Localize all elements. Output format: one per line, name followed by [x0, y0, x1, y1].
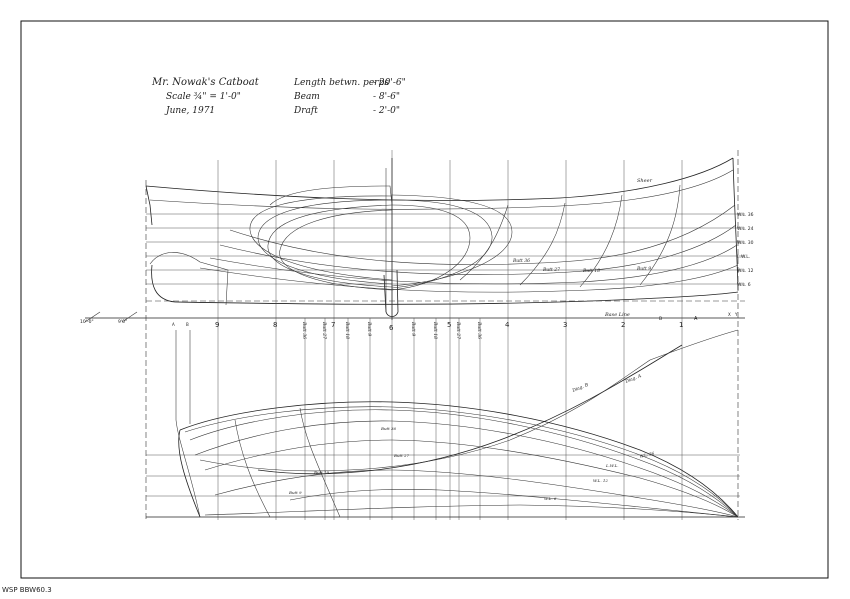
boat-title: Mr. Nowak's Catboat	[151, 77, 260, 88]
svg-text:9'0": 9'0"	[118, 319, 127, 325]
svg-text:W.L. 24: W.L. 24	[737, 226, 754, 232]
waterline-labels: W.L. 36 W.L. 24 W.L. 30 L.W.L. W.L. 12 W…	[737, 212, 754, 288]
svg-text:A: A	[694, 316, 698, 322]
svg-text:Butt 36: Butt 36	[512, 258, 530, 264]
svg-text:Butt 36: Butt 36	[301, 321, 307, 339]
svg-text:Butt 9: Butt 9	[410, 321, 416, 336]
svg-text:Diag. B: Diag. B	[571, 382, 590, 394]
plan-label-texts: Diag. B Diag. A Butt 36 Butt 27 Butt 18 …	[288, 373, 655, 501]
base-line-label: Base Line	[604, 312, 630, 318]
length-label: Length betwn. perps	[293, 78, 389, 88]
svg-text:Butt 36: Butt 36	[476, 321, 482, 339]
beam-value: - 8'-6"	[373, 92, 400, 102]
beam-label: Beam	[293, 92, 320, 102]
svg-text:Butt 18: Butt 18	[313, 470, 330, 475]
buttock-tick-labels: Butt 36 Butt 27 Butt 18 Butt 9 Butt 9 Bu…	[301, 321, 482, 339]
svg-text:W.L. 30: W.L. 30	[737, 240, 754, 246]
profile-buttocks	[199, 204, 739, 293]
sheet-id: WSP BBW60.3	[2, 586, 52, 594]
svg-text:2: 2	[621, 321, 625, 329]
svg-text:B: B	[186, 322, 189, 327]
svg-text:9: 9	[215, 321, 219, 329]
body-sections-aft	[249, 195, 393, 291]
sheet-border	[20, 20, 829, 579]
base-line-group: 10'-0" 9'0" Base Line	[80, 150, 745, 520]
diagonal-a	[257, 344, 683, 475]
draft-value: - 2'-0"	[373, 106, 400, 116]
svg-text:Butt 9: Butt 9	[366, 321, 372, 336]
svg-text:4: 4	[505, 321, 510, 329]
draft-label: Draft	[293, 106, 318, 116]
svg-text:8: 8	[273, 321, 277, 329]
svg-text:Butt 36: Butt 36	[380, 426, 397, 431]
station-numbers: 9 8 7 6 5 4 3 2 1 A A B B X Y	[172, 312, 738, 332]
title-block: Mr. Nowak's Catboat Scale ¾" = 1'-0" Jun…	[151, 77, 406, 116]
svg-text:B: B	[659, 316, 662, 322]
svg-text:Butt 27: Butt 27	[321, 321, 327, 339]
profile-forward-sections	[459, 184, 681, 288]
svg-text:Butt 9: Butt 9	[636, 266, 651, 272]
svg-text:Butt 18: Butt 18	[432, 321, 438, 339]
svg-text:Butt 18: Butt 18	[582, 268, 600, 274]
svg-text:W.L. 12: W.L. 12	[593, 478, 608, 483]
svg-text:L.W.L.: L.W.L.	[605, 463, 619, 468]
buttock-ticks	[304, 318, 481, 520]
svg-text:7: 7	[331, 321, 335, 329]
svg-text:5: 5	[447, 321, 451, 329]
stem	[732, 157, 739, 291]
length-value: - 20'-6"	[373, 78, 406, 88]
half-breadth-plan: Diag. B Diag. A Butt 36 Butt 27 Butt 18 …	[146, 329, 745, 518]
svg-text:W.L. 6: W.L. 6	[737, 282, 751, 288]
rudder-outline	[149, 252, 229, 306]
svg-text:W.L. 6: W.L. 6	[544, 496, 557, 501]
svg-text:1: 1	[679, 321, 683, 329]
svg-text:Butt 27: Butt 27	[542, 267, 560, 273]
drawing-scale: Scale ¾" = 1'-0"	[166, 91, 241, 102]
svg-text:W.L. 36: W.L. 36	[737, 212, 754, 218]
body-sections-fwd	[391, 194, 513, 291]
plan-buttock-36	[189, 409, 739, 518]
svg-text:Y: Y	[734, 312, 738, 317]
svg-text:Butt 18: Butt 18	[344, 321, 350, 339]
profile-view: W.L. 36 W.L. 24 W.L. 30 L.W.L. W.L. 12 W…	[145, 157, 754, 320]
svg-text:Butt 9: Butt 9	[288, 490, 302, 495]
sheer-half-breadth	[179, 401, 739, 518]
plan-buttock-9	[214, 469, 739, 518]
svg-text:L.W.L.: L.W.L.	[737, 254, 750, 260]
keel-line	[151, 264, 739, 305]
drawing-date: June, 1971	[164, 106, 215, 116]
coaming	[269, 185, 393, 206]
svg-text:Butt 27: Butt 27	[455, 321, 461, 339]
svg-text:X: X	[728, 312, 731, 317]
station-lines	[145, 150, 739, 520]
svg-text:6: 6	[389, 324, 394, 332]
svg-text:Butt 27: Butt 27	[393, 453, 410, 458]
diagonal-b	[199, 359, 651, 472]
svg-text:A: A	[172, 322, 175, 327]
svg-text:W.L. 36: W.L. 36	[639, 450, 655, 459]
svg-text:10'-0": 10'-0"	[80, 319, 94, 325]
waterlines	[146, 213, 745, 285]
plan-buttock-27	[194, 420, 739, 518]
transom	[145, 185, 153, 226]
profile-label-texts: Sheer Butt 36 Butt 27 Butt 18 Butt 9	[512, 178, 653, 274]
svg-text:3: 3	[563, 321, 567, 329]
plan-buttock-18	[204, 439, 739, 518]
svg-text:W.L. 12: W.L. 12	[737, 268, 754, 274]
svg-text:Sheer: Sheer	[637, 178, 653, 184]
